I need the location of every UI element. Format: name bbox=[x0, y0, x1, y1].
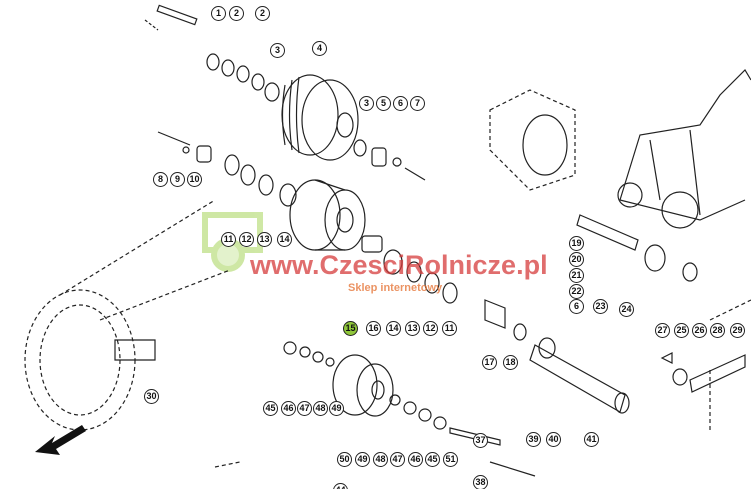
callout-25: 25 bbox=[674, 323, 689, 338]
callout-39: 39 bbox=[526, 432, 541, 447]
callout-21: 21 bbox=[569, 268, 584, 283]
watermark-site: www.CzesciRolnicze.pl bbox=[250, 250, 548, 280]
drive-belt bbox=[24, 199, 231, 431]
callout-6: 6 bbox=[393, 96, 408, 111]
washers-left bbox=[157, 131, 297, 207]
callout-9: 9 bbox=[170, 172, 185, 187]
callout-47: 47 bbox=[297, 401, 312, 416]
callout-46: 46 bbox=[281, 401, 296, 416]
callout-48: 48 bbox=[313, 401, 328, 416]
callout-15: 15 bbox=[343, 321, 358, 336]
callout-17: 17 bbox=[482, 355, 497, 370]
callout-49: 49 bbox=[329, 401, 344, 416]
watermark-tagline: Sklep internetowy bbox=[348, 282, 443, 294]
callout-18: 18 bbox=[503, 355, 518, 370]
callout-28: 28 bbox=[710, 323, 725, 338]
callout-47: 47 bbox=[390, 452, 405, 467]
callout-46: 46 bbox=[408, 452, 423, 467]
callout-3: 3 bbox=[359, 96, 374, 111]
callout-26: 26 bbox=[692, 323, 707, 338]
callout-1: 1 bbox=[211, 6, 226, 21]
callout-45: 45 bbox=[263, 401, 278, 416]
callout-19: 19 bbox=[569, 236, 584, 251]
callout-8: 8 bbox=[153, 172, 168, 187]
grooved-pulley bbox=[281, 74, 359, 161]
flat-pulley bbox=[289, 179, 366, 251]
callout-40: 40 bbox=[546, 432, 561, 447]
callout-14: 14 bbox=[277, 232, 292, 247]
callout-3: 3 bbox=[270, 43, 285, 58]
callout-11: 11 bbox=[442, 321, 457, 336]
washers-top bbox=[206, 53, 280, 102]
callout-2: 2 bbox=[229, 6, 244, 21]
lower-pulley bbox=[283, 341, 536, 477]
callout-12: 12 bbox=[239, 232, 254, 247]
callout-50: 50 bbox=[337, 452, 352, 467]
pin-part bbox=[144, 4, 198, 31]
callout-4: 4 bbox=[312, 41, 327, 56]
callout-38: 38 bbox=[473, 475, 488, 489]
callout-6: 6 bbox=[569, 299, 584, 314]
callout-30: 30 bbox=[144, 389, 159, 404]
callout-10: 10 bbox=[187, 172, 202, 187]
callout-29: 29 bbox=[730, 323, 745, 338]
callout-20: 20 bbox=[569, 252, 584, 267]
callout-14: 14 bbox=[386, 321, 401, 336]
harvester-sketch bbox=[489, 69, 751, 229]
callout-13: 13 bbox=[257, 232, 272, 247]
callout-48: 48 bbox=[373, 452, 388, 467]
callout-5: 5 bbox=[376, 96, 391, 111]
callout-24: 24 bbox=[619, 302, 634, 317]
callout-13: 13 bbox=[405, 321, 420, 336]
callout-11: 11 bbox=[221, 232, 236, 247]
washers-middle bbox=[361, 235, 527, 341]
callout-51: 51 bbox=[443, 452, 458, 467]
callout-45: 45 bbox=[425, 452, 440, 467]
callout-37: 37 bbox=[473, 433, 488, 448]
washers-right-top bbox=[353, 139, 426, 181]
direction-arrow-icon bbox=[35, 425, 86, 455]
callout-7: 7 bbox=[410, 96, 425, 111]
callout-16: 16 bbox=[366, 321, 381, 336]
callout-22: 22 bbox=[569, 284, 584, 299]
tension-arm bbox=[529, 214, 746, 414]
callout-12: 12 bbox=[423, 321, 438, 336]
callout-23: 23 bbox=[593, 299, 608, 314]
callout-2: 2 bbox=[255, 6, 270, 21]
callout-27: 27 bbox=[655, 323, 670, 338]
belt-section bbox=[114, 339, 156, 361]
callout-49: 49 bbox=[355, 452, 370, 467]
callout-41: 41 bbox=[584, 432, 599, 447]
